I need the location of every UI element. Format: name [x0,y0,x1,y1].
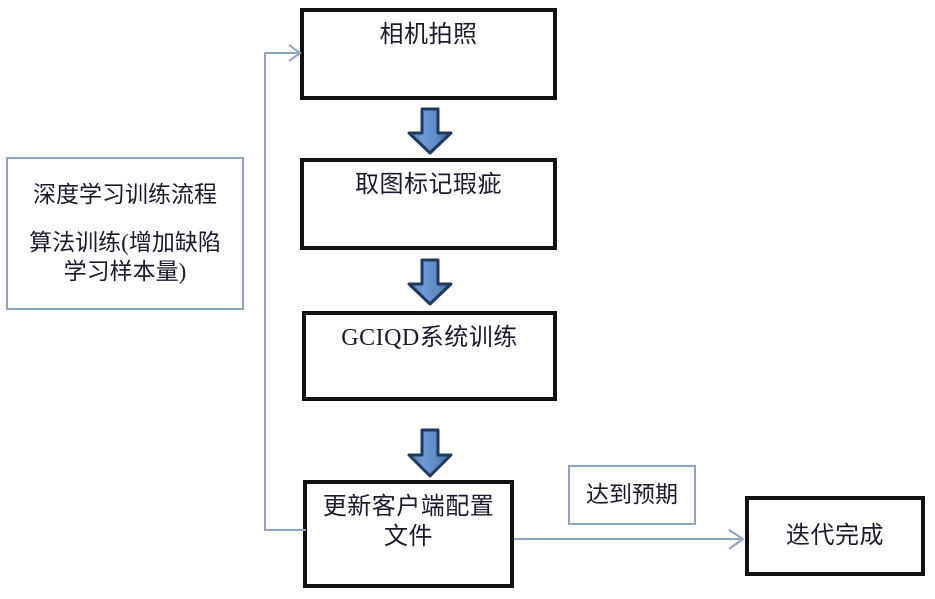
process-box-step-4[interactable]: 更新客户端配置 文件 [303,480,514,588]
block-arrow-down-step2-step3 [407,258,453,306]
note-condition-label: 达到预期 [586,482,678,508]
process-label-step-2: 取图标记瑕疵 [355,172,502,198]
connector-feedback-step4-to-step1 [264,44,306,531]
process-label-step-1: 相机拍照 [379,22,478,48]
note-deep-learning-training: 深度学习训练流程 算法训练(增加缺陷 学习样本量) [6,157,244,310]
process-box-step-3[interactable]: GCIQD系统训练 [302,311,557,401]
process-box-step-2[interactable]: 取图标记瑕疵 [300,158,557,250]
note-line-2: 算法训练(增加缺陷 学习样本量) [29,229,221,285]
process-box-terminal-iteration-complete[interactable]: 迭代完成 [745,496,925,576]
note-line-1: 深度学习训练流程 [33,181,217,207]
block-arrow-down-step3-step4 [407,428,453,478]
process-label-terminal: 迭代完成 [786,523,884,549]
process-label-step-3: GCIQD系统训练 [341,325,518,351]
process-box-step-1[interactable]: 相机拍照 [300,8,557,100]
block-arrow-down-step1-step2 [407,107,453,155]
process-label-step-4: 更新客户端配置 文件 [322,494,495,550]
connector-step4-to-terminal [514,529,745,550]
note-condition-expectation-met: 达到预期 [568,465,696,525]
